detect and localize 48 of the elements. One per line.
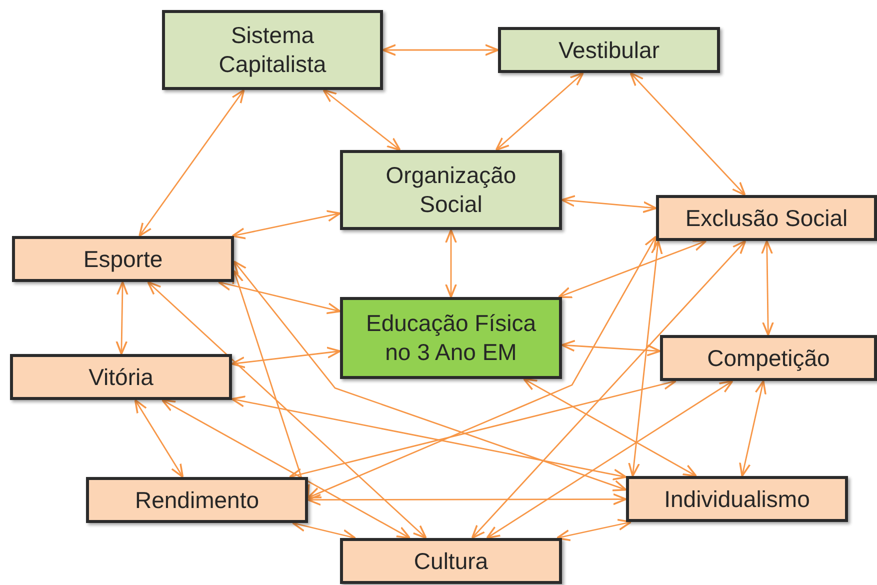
node-label: Educação Física no 3 Ano EM: [364, 309, 538, 367]
arrow: [138, 89, 245, 237]
arrow: [233, 260, 627, 492]
node-label: Cultura: [414, 546, 488, 576]
arrow: [307, 236, 657, 499]
arrow: [561, 195, 657, 213]
arrow: [630, 72, 746, 196]
arrow: [558, 240, 707, 298]
node-label: Organização Social: [384, 161, 518, 219]
concept-box: [10, 354, 232, 400]
concept-box: [626, 476, 848, 522]
arrow: [382, 44, 499, 56]
concept-box: [162, 10, 383, 90]
node-label: Sistema Capitalista: [218, 21, 328, 79]
arrow: [761, 240, 774, 336]
node-label: Vestibular: [558, 36, 660, 64]
arrow: [231, 346, 341, 368]
concept-box: [86, 477, 308, 523]
arrow: [134, 399, 184, 478]
arrow: [307, 493, 627, 506]
central-concept-box: [340, 297, 562, 379]
arrow: [561, 340, 661, 356]
arrow: [495, 72, 584, 151]
node-label: Esporte: [83, 244, 163, 274]
arrow: [556, 518, 632, 542]
concept-box: [340, 150, 562, 230]
arrow: [739, 380, 766, 477]
node-label: Competição: [707, 344, 830, 372]
concept-box: [12, 236, 234, 282]
arrow: [445, 229, 457, 298]
arrow: [322, 89, 401, 151]
node-label: Rendimento: [134, 486, 260, 514]
node-label: Individualismo: [664, 484, 810, 514]
arrow: [161, 399, 411, 539]
concept-box: [340, 538, 562, 584]
arrow: [231, 396, 627, 480]
arrow: [147, 281, 427, 539]
concept-box: [660, 335, 877, 381]
node-label: Vitória: [88, 362, 154, 392]
arrow: [116, 281, 128, 355]
arrow: [486, 380, 734, 539]
arrow: [231, 210, 341, 240]
concept-box: [656, 195, 877, 241]
concept-box: [498, 27, 720, 73]
arrow: [471, 240, 746, 539]
arrow: [628, 240, 663, 477]
node-label: Exclusão Social: [685, 204, 848, 232]
arrow: [522, 378, 698, 477]
